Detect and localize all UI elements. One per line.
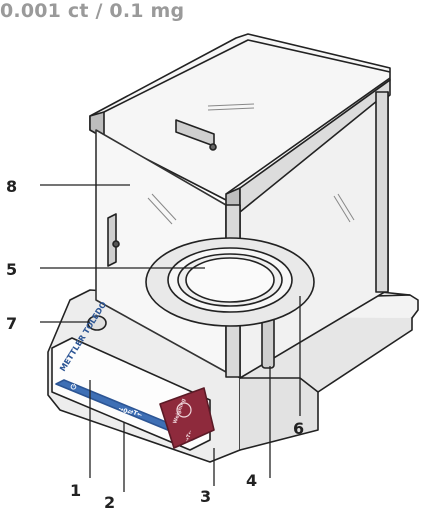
touch-terminal <box>51 337 215 451</box>
side-door-handle-left <box>107 213 120 267</box>
callout-1: 1 <box>70 481 81 500</box>
callout-3: 3 <box>200 487 211 506</box>
terminal-power-symbol: ⏻ <box>69 382 78 392</box>
callout-8: 8 <box>6 177 17 196</box>
callout-7: 7 <box>6 314 17 333</box>
page-title: 0.001 ct / 0.1 mg <box>0 0 185 22</box>
callout-5: 5 <box>6 260 17 279</box>
callout-6: 6 <box>293 419 304 438</box>
terminal-tare-label: →T← <box>127 407 143 419</box>
top-door-handle <box>175 119 217 151</box>
callout-4: 4 <box>246 471 257 490</box>
callout-2: 2 <box>104 493 115 510</box>
terminal-function-key <box>159 387 215 449</box>
terminal-zero-label: →0← <box>117 405 133 417</box>
weighing-pan <box>145 237 315 327</box>
level-indicator <box>87 315 107 331</box>
terminal-key-label: →T← <box>184 430 194 443</box>
